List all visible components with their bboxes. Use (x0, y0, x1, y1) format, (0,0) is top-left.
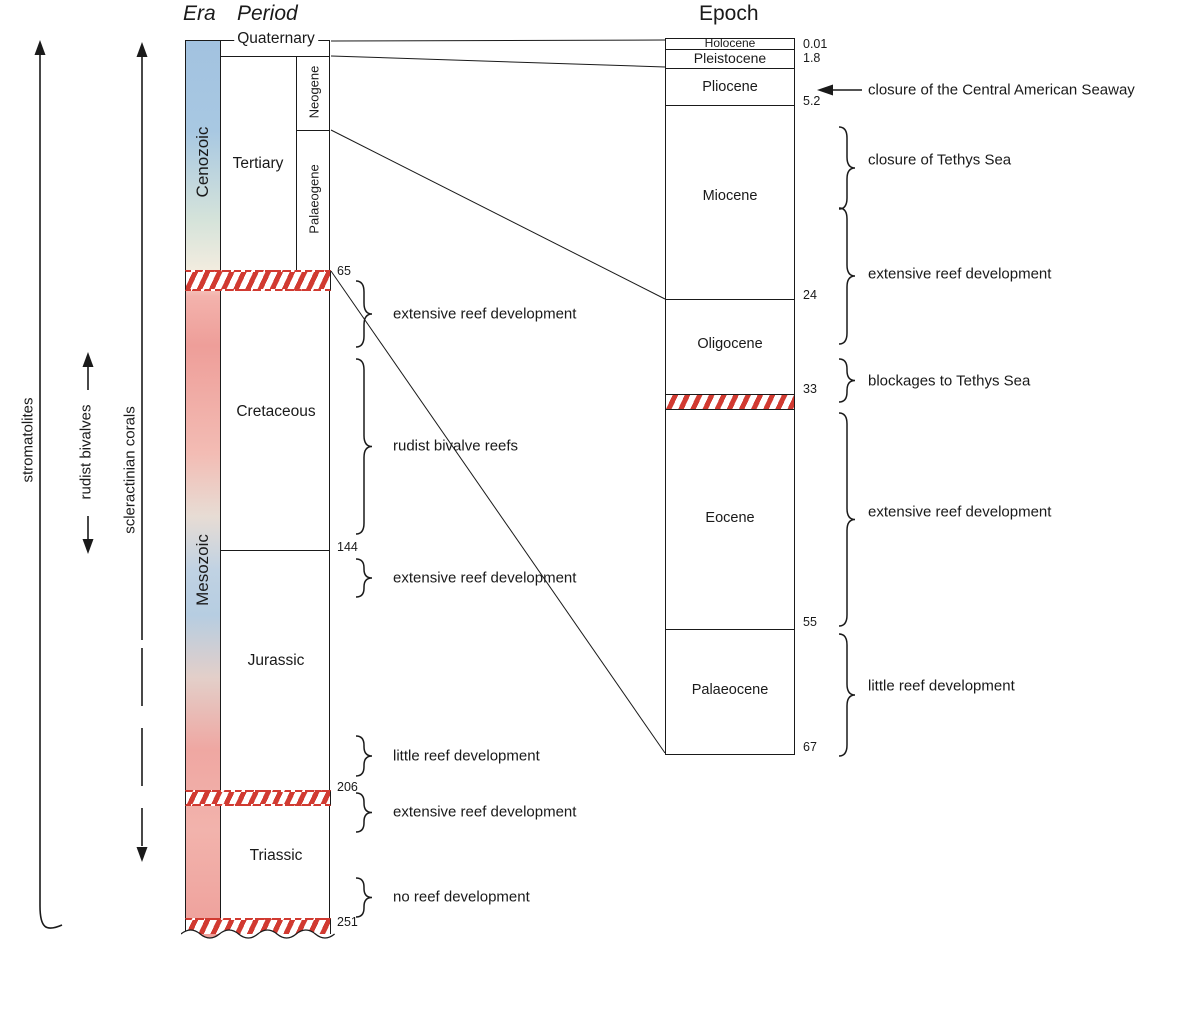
correlation-line-tertiary-bottom (330, 270, 666, 754)
scleractinian-corals-label: scleractinian corals (121, 406, 139, 534)
annotation-cretaceous-extensive-reef: extensive reef development (393, 305, 577, 323)
brace-icon (355, 792, 373, 833)
period-label-jurassic: Jurassic (247, 652, 305, 669)
era-color-band (185, 40, 221, 938)
subperiod-label-neogene: Neogene (306, 65, 322, 119)
brace-icon (355, 280, 373, 348)
hatch-band-206ma (185, 790, 331, 806)
column-bottom-wave (181, 929, 335, 944)
epoch-label-palaeocene: Palaeocene (691, 682, 769, 698)
brace-icon (838, 412, 856, 627)
annotation-jurassic-little-reef: little reef development (393, 747, 540, 765)
scleractinian-arrowhead-down-icon (136, 847, 148, 862)
age-65: 65 (337, 264, 351, 278)
hatch-band-251ma (185, 918, 331, 934)
annotation-palaeocene-little-reef: little reef development (868, 677, 1015, 695)
epoch-label-holocene: Holocene (704, 36, 756, 50)
correlation-line-quaternary-top (330, 39, 666, 42)
brace-icon (838, 633, 856, 757)
hatch-band-33ma (665, 394, 795, 410)
period-column (221, 40, 330, 934)
age-24: 24 (803, 288, 817, 302)
era-header: Era (183, 2, 216, 25)
annotation-central-american-seaway: closure of the Central American Seaway (868, 81, 1135, 99)
annotation-triassic-extensive-reef: extensive reef development (393, 803, 577, 821)
brace-icon (838, 126, 856, 210)
annotation-triassic-no-reef: no reef development (393, 888, 530, 906)
miocene-oligocene-line (665, 299, 795, 300)
brace-icon (355, 735, 373, 777)
stromatolites-arrowhead-up-icon (34, 40, 46, 55)
period-label-quaternary: Quaternary (234, 30, 318, 48)
epoch-label-eocene: Eocene (705, 510, 755, 526)
age-1-8: 1.8 (803, 51, 821, 65)
rudist-bivalves-label: rudist bivalves (77, 404, 95, 500)
rudist-arrowhead-down-icon (82, 539, 94, 554)
epoch-header: Epoch (699, 2, 759, 25)
eocene-palaeocene-line (665, 629, 795, 630)
annotation-tethys-blockages: blockages to Tethys Sea (868, 372, 1031, 390)
epoch-label-pleistocene: Pleistocene (693, 50, 767, 66)
annotation-miocene-extensive-reef: extensive reef development (868, 265, 1052, 283)
age-33: 33 (803, 382, 817, 396)
correlation-line-neogene-bottom (330, 129, 666, 300)
period-label-tertiary: Tertiary (232, 155, 284, 172)
seaway-arrowhead-left-icon (817, 84, 833, 96)
pliocene-miocene-line (665, 105, 795, 106)
hatch-band-65ma (185, 270, 331, 291)
age-5-2: 5.2 (803, 94, 821, 108)
rudist-arrowhead-up-icon (82, 352, 94, 367)
correlation-line-quaternary-bottom (330, 55, 666, 68)
stromatolites-label: stromatolites (19, 397, 37, 483)
tertiary-subdivision-vline (296, 56, 297, 270)
quaternary-tertiary-boundary-line (221, 56, 330, 57)
subperiod-label-palaeogene: Palaeogene (306, 164, 322, 234)
neogene-palaeogene-boundary-line (296, 130, 330, 131)
epoch-label-oligocene: Oligocene (697, 336, 763, 352)
brace-icon (355, 558, 373, 598)
brace-icon (838, 207, 856, 345)
scleractinian-arrowhead-up-icon (136, 42, 148, 57)
age-0-01: 0.01 (803, 37, 828, 51)
age-55: 55 (803, 615, 817, 629)
age-206: 206 (337, 780, 358, 794)
age-144: 144 (337, 540, 358, 554)
epoch-label-miocene: Miocene (702, 188, 758, 204)
brace-icon (838, 358, 856, 403)
holocene-pleistocene-line (665, 49, 795, 50)
period-label-triassic: Triassic (249, 847, 303, 864)
epoch-label-pliocene: Pliocene (702, 79, 758, 95)
pleistocene-pliocene-line (665, 68, 795, 69)
age-67: 67 (803, 740, 817, 754)
brace-icon (355, 877, 373, 918)
annotation-eocene-extensive-reef: extensive reef development (868, 503, 1052, 521)
period-header: Period (237, 2, 298, 25)
annotation-jurassic-extensive-reef: extensive reef development (393, 569, 577, 587)
stromatolites-range-line (39, 52, 63, 929)
era-label-cenozoic: Cenozoic (193, 126, 212, 198)
age-251: 251 (337, 915, 358, 929)
period-label-cretaceous: Cretaceous (236, 403, 316, 420)
annotation-tethys-closure: closure of Tethys Sea (868, 151, 1012, 169)
cretaceous-jurassic-boundary-line (221, 550, 330, 551)
era-label-mesozoic: Mesozoic (193, 534, 212, 606)
brace-icon (355, 358, 373, 535)
annotation-rudist-bivalve-reefs: rudist bivalve reefs (393, 437, 519, 455)
